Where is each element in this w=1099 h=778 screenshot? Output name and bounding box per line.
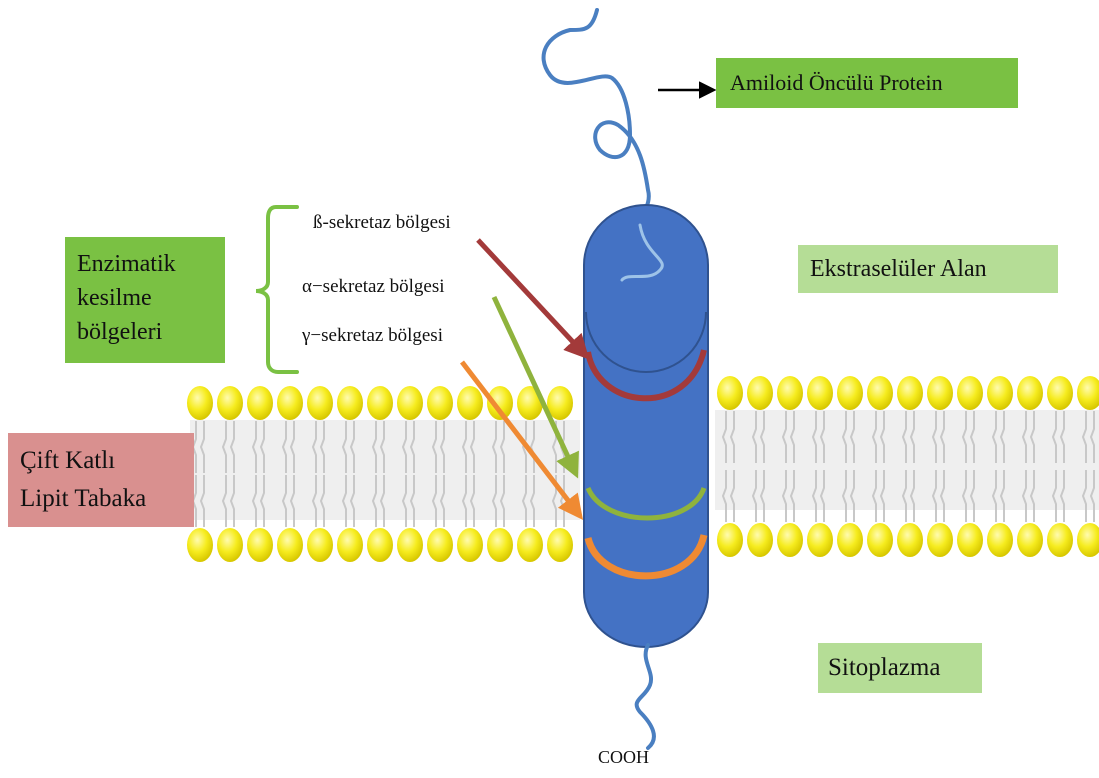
lipid-head-upper-right	[1047, 376, 1073, 410]
lipid-head-lower-right	[867, 523, 893, 557]
app-label-box: Amiloid Öncülü Protein	[716, 58, 1018, 108]
cleavage-line-2: kesilme	[77, 281, 225, 315]
lipid-head-upper-left	[337, 386, 363, 420]
bilayer-line-2: Lipit Tabaka	[20, 480, 194, 518]
c-terminal-chain	[637, 645, 654, 748]
beta-site-label: ß-sekretaz bölgesi	[313, 212, 451, 234]
bracket	[256, 207, 297, 372]
lipid-head-upper-right	[777, 376, 803, 410]
lipid-head-upper-left	[427, 386, 453, 420]
lipid-head-upper-right	[867, 376, 893, 410]
lipid-head-upper-left	[367, 386, 393, 420]
lipid-head-upper-left	[277, 386, 303, 420]
lipid-head-upper-left	[397, 386, 423, 420]
bilayer-box: Çift Katlı Lipit Tabaka	[8, 433, 194, 527]
cooh-label: COOH	[598, 747, 649, 768]
gamma-site-label: γ−sekretaz bölgesi	[302, 325, 443, 347]
lipid-head-lower-left	[367, 528, 393, 562]
lipid-head-upper-right	[717, 376, 743, 410]
lipid-head-upper-right	[1017, 376, 1043, 410]
alpha-site-label: α−sekretaz bölgesi	[302, 276, 445, 298]
lipid-head-lower-left	[187, 528, 213, 562]
lipid-head-lower-right	[1017, 523, 1043, 557]
lipid-head-lower-left	[397, 528, 423, 562]
cytoplasm-label: Sitoplazma	[828, 654, 940, 681]
lipid-head-upper-left	[247, 386, 273, 420]
lipid-head-lower-left	[427, 528, 453, 562]
cleavage-line-1: Enzimatik	[77, 247, 225, 281]
bilayer-line-1: Çift Katlı	[20, 442, 194, 480]
lipid-head-upper-left	[217, 386, 243, 420]
lipid-head-lower-right	[837, 523, 863, 557]
lipid-head-lower-left	[457, 528, 483, 562]
lipid-head-upper-right	[957, 376, 983, 410]
lipid-head-lower-right	[987, 523, 1013, 557]
protein-cylinder	[584, 205, 708, 647]
app-label: Amiloid Öncülü Protein	[730, 70, 943, 95]
lipid-head-lower-right	[957, 523, 983, 557]
lipid-head-lower-right	[927, 523, 953, 557]
lipid-head-lower-right	[1077, 523, 1099, 557]
lipid-head-lower-right	[777, 523, 803, 557]
extracellular-box: Ekstraselüler Alan	[798, 245, 1058, 293]
lipid-head-upper-right	[837, 376, 863, 410]
cleavage-line-3: bölgeleri	[77, 315, 225, 349]
lipid-head-lower-right	[1047, 523, 1073, 557]
n-terminal-chain	[544, 10, 649, 225]
lipid-head-lower-right	[717, 523, 743, 557]
lipid-head-upper-right	[807, 376, 833, 410]
lipid-head-lower-right	[897, 523, 923, 557]
lipid-head-lower-left	[247, 528, 273, 562]
lipid-head-upper-right	[747, 376, 773, 410]
cleavage-box: Enzimatik kesilme bölgeleri	[65, 237, 225, 363]
lipid-head-lower-left	[547, 528, 573, 562]
lipid-head-lower-right	[807, 523, 833, 557]
lipid-head-lower-left	[307, 528, 333, 562]
lipid-head-lower-right	[747, 523, 773, 557]
lipid-head-upper-left	[457, 386, 483, 420]
lipid-head-lower-left	[517, 528, 543, 562]
lipid-head-upper-right	[1077, 376, 1099, 410]
lipid-head-upper-right	[987, 376, 1013, 410]
lipid-head-lower-left	[337, 528, 363, 562]
lipid-head-lower-left	[217, 528, 243, 562]
cytoplasm-box: Sitoplazma	[818, 643, 982, 693]
lipid-head-lower-left	[277, 528, 303, 562]
lipid-head-lower-left	[487, 528, 513, 562]
lipid-head-upper-left	[187, 386, 213, 420]
lipid-head-upper-right	[897, 376, 923, 410]
extracellular-label: Ekstraselüler Alan	[810, 256, 987, 282]
lipid-head-upper-left	[307, 386, 333, 420]
lipid-head-upper-right	[927, 376, 953, 410]
